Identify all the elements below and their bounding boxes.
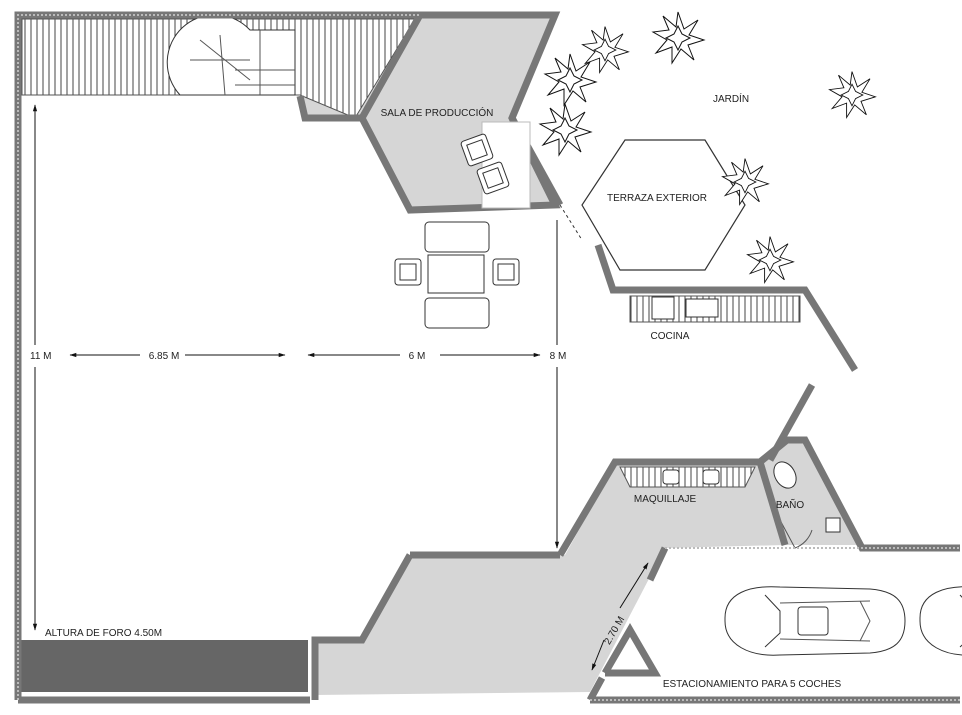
circulation-floor (315, 465, 785, 695)
label-stage-height: ALTURA DE FORO 4.50M (45, 628, 162, 639)
kitchen-sink (685, 298, 719, 318)
label-parking: ESTACIONAMIENTO PARA 5 COCHES (663, 679, 842, 690)
dim-label-8m: 8 M (550, 351, 567, 362)
lounge-set (394, 221, 520, 329)
label-garden: JARDÍN (713, 92, 749, 105)
dim-line-270 (619, 562, 649, 609)
makeup-counter (619, 466, 756, 488)
label-makeup: MAQUILLAJE (634, 494, 697, 505)
dim-label-11m: 11 M (30, 351, 52, 362)
car-1 (724, 586, 906, 656)
makeup-sink-1 (662, 469, 680, 485)
car-2 (919, 586, 962, 656)
label-kitchen: COCINA (651, 331, 690, 342)
label-terrace: TERRAZA EXTERIOR (607, 193, 707, 204)
walls (14, 11, 960, 704)
label-bathroom: BAÑO (776, 498, 805, 511)
dim-label-6m: 6 M (409, 351, 426, 362)
terrace-dashed-edge (559, 204, 583, 241)
makeup-sink-2 (702, 469, 720, 485)
production-desk (481, 121, 531, 209)
toilet (773, 461, 797, 489)
spiral-stair (166, 14, 296, 96)
dim-label-685m: 6.85 M (149, 351, 180, 362)
label-production-room: SALA DE PRODUCCIÓN (381, 106, 494, 119)
bathroom-door (779, 519, 813, 549)
stage-dark-area (20, 640, 308, 692)
terrace-outline (581, 139, 746, 271)
dim-line-270b (591, 639, 605, 671)
bathroom-sink (825, 517, 841, 533)
stove (651, 296, 675, 320)
